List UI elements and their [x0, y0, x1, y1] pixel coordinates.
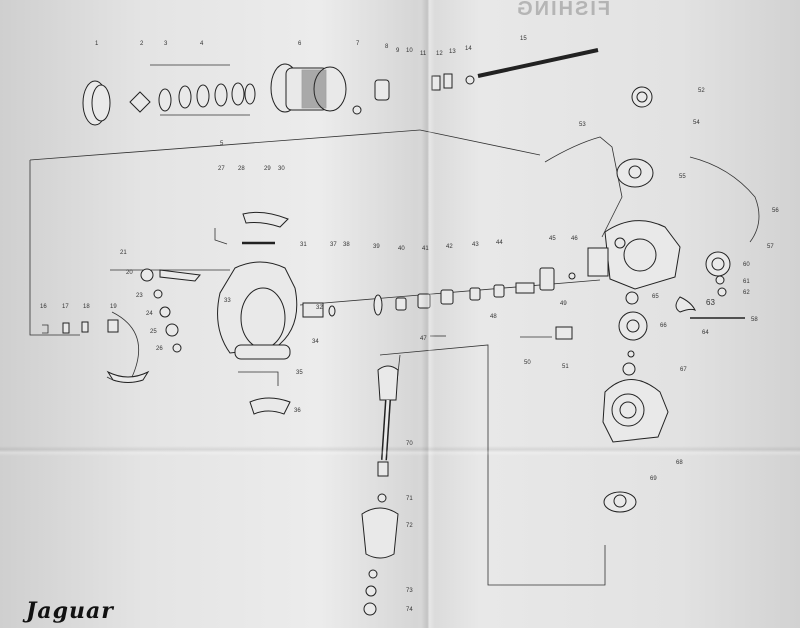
part-label: 38 [343, 242, 350, 248]
part-label: 36 [294, 408, 301, 414]
part-label: 73 [406, 588, 413, 594]
part-label: 49 [560, 301, 567, 307]
part-label: 64 [702, 330, 709, 336]
part-label: 37 [330, 242, 337, 248]
part-label: 2 [140, 41, 144, 47]
part-label: 58 [751, 317, 758, 323]
part-label: 56 [772, 208, 779, 214]
part-number-labels: 1 2 3 4 5 6 7 8 9 10 11 12 13 14 15 16 1… [40, 36, 779, 613]
part-label: 44 [496, 240, 503, 246]
part-label: 23 [136, 293, 143, 299]
main-shaft-row [328, 267, 576, 317]
handle-assembly [361, 335, 446, 616]
part-label: 70 [406, 441, 413, 447]
part-label: 28 [238, 166, 245, 172]
part-label: 19 [110, 304, 117, 310]
part-label: 40 [398, 246, 405, 252]
part-label: 26 [156, 346, 163, 352]
part-label: 30 [278, 166, 285, 172]
part-label: 68 [676, 460, 683, 466]
bail-and-rotor-arm [42, 268, 201, 383]
part-label: 51 [562, 364, 569, 370]
part-label: 61 [743, 279, 750, 285]
part-label: 6 [298, 41, 302, 47]
part-label: 24 [146, 311, 153, 317]
gearbox-components [520, 220, 745, 513]
part-label: 17 [62, 304, 69, 310]
part-label: 5 [220, 141, 224, 147]
part-label: 39 [373, 244, 380, 250]
part-label: 63 [706, 298, 715, 307]
part-label: 46 [571, 236, 578, 242]
part-label: 66 [660, 323, 667, 329]
part-label: 71 [406, 496, 413, 502]
part-label: 50 [524, 360, 531, 366]
part-label: 54 [693, 120, 700, 126]
part-label: 21 [120, 250, 127, 256]
part-label: 55 [679, 174, 686, 180]
part-label: 43 [472, 242, 479, 248]
part-label: 47 [420, 336, 427, 342]
part-label: 9 [396, 48, 400, 54]
part-label: 42 [446, 244, 453, 250]
part-label: 13 [449, 49, 456, 55]
part-label: 35 [296, 370, 303, 376]
part-label: 62 [743, 290, 750, 296]
part-label: 11 [420, 51, 427, 57]
part-label: 3 [164, 41, 168, 47]
part-label: 10 [406, 48, 413, 54]
part-label: 65 [652, 294, 659, 300]
part-label: 15 [520, 36, 527, 42]
part-label: 69 [650, 476, 657, 482]
part-label: 34 [312, 339, 319, 345]
part-label: 32 [316, 305, 323, 311]
paper-fold-horizontal [0, 446, 800, 456]
part-label: 1 [95, 41, 99, 47]
part-label: 8 [385, 44, 389, 50]
part-label: 45 [549, 236, 556, 242]
part-label: 16 [40, 304, 47, 310]
part-label: 48 [490, 314, 497, 320]
part-label: 29 [264, 166, 271, 172]
part-label: 25 [150, 329, 157, 335]
part-label: 72 [406, 523, 413, 529]
part-label: 74 [406, 607, 413, 613]
part-label: 4 [200, 41, 204, 47]
part-label: 52 [698, 88, 705, 94]
part-label: 60 [743, 262, 750, 268]
spool-assembly [82, 48, 599, 126]
part-label: 20 [126, 270, 133, 276]
brand-watermark: Jaguar [26, 598, 114, 624]
part-label: 18 [83, 304, 90, 310]
part-label: 53 [579, 122, 586, 128]
part-label: 31 [300, 242, 307, 248]
part-label: 7 [356, 41, 360, 47]
part-label: 57 [767, 244, 774, 250]
part-label: 12 [436, 51, 443, 57]
part-label: 33 [224, 298, 231, 304]
part-label: 27 [218, 166, 225, 172]
body-housing [214, 211, 324, 415]
side-cover-and-bail-wire [544, 86, 760, 243]
part-label: 67 [680, 367, 687, 373]
paper-fold-vertical [421, 0, 435, 628]
part-label: 41 [422, 246, 429, 252]
part-label: 14 [465, 46, 472, 52]
